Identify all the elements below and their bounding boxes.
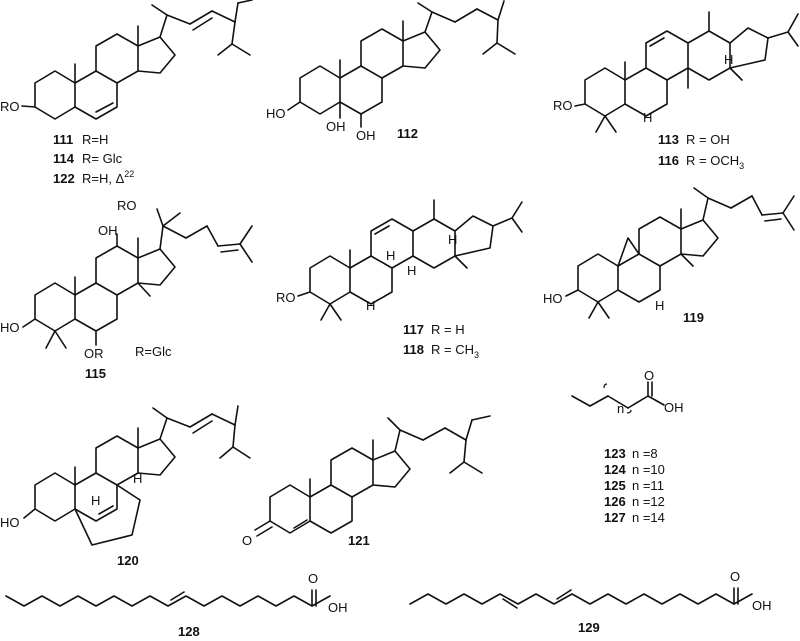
atom-ho-115: HO [0,320,20,335]
label-124-n: n =10 [632,462,665,477]
label-118-sub: 3 [474,350,479,360]
atom-ho-119: HO [543,291,563,306]
label-127: 127 [604,510,626,525]
label-116-sub: 3 [739,161,744,171]
label-113-r: R = OH [686,132,730,147]
label-123-n: n =8 [632,446,658,461]
structure-111: RO [0,0,253,120]
label-115: 115 [85,366,106,381]
atom-oh-128: OH [328,600,348,615]
label-122-r: R=H, Δ [82,171,125,186]
structure-113: H H [574,11,799,133]
atom-ro-117: RO [276,290,296,305]
atom-h-119: H [655,298,664,313]
structure-112 [287,0,516,128]
label-111-r: R=H [82,132,108,147]
label-119: 119 [683,310,704,325]
atom-ro: RO [0,99,20,114]
label-125: 125 [604,478,626,493]
svg-text:R = OCH3: R = OCH3 [686,153,744,171]
svg-text:R=H, Δ22: R=H, Δ22 [82,169,134,186]
label-114-r: R= Glc [82,151,123,166]
atom-o-121: O [242,533,252,548]
atom-oh-115a: OH [98,223,118,238]
atom-o-128: O [308,571,318,586]
label-113: 113 [658,132,679,147]
structure-117: H H H H [297,199,523,321]
label-115-r: R=Glc [135,344,172,359]
label-114: 114 [53,151,75,166]
label-126: 126 [604,494,626,509]
structure-129 [409,587,753,609]
label-126-n: n =12 [632,494,665,509]
atom-ho-120: HO [0,515,20,530]
atom-oh-112a: OH [326,119,346,134]
label-116-r: R = OCH [686,153,739,168]
atom-oh-123: OH [664,400,684,415]
atom-h-113a: H [643,110,652,125]
label-118: 118 [403,342,424,357]
atom-oh-129: OH [752,598,772,613]
structure-119: H [565,187,795,319]
svg-text:R = CH3: R = CH3 [431,342,479,360]
label-111: 111 [53,132,73,147]
atom-h-113b: H [724,52,733,67]
atom-h-117d: H [366,298,375,313]
label-121: 121 [348,533,370,548]
atom-ro-113: RO [553,98,573,113]
atom-ro-115: RO [117,198,137,213]
structure-123: n [571,381,665,416]
label-120: 120 [117,553,139,568]
label-117: 117 [403,322,424,337]
label-122: 122 [53,171,75,186]
atom-h-120b: H [133,471,142,486]
structure-115 [22,208,253,349]
label-123: 123 [604,446,626,461]
label-117-r: R = H [431,322,465,337]
atom-n: n [617,401,624,416]
label-116: 116 [658,153,679,168]
label-129: 129 [578,620,600,635]
label-128: 128 [178,624,200,639]
label-124: 124 [604,462,626,477]
structure-121 [254,415,491,537]
atom-h-117c: H [448,232,457,247]
label-127-n: n =14 [632,510,665,525]
atom-h-117b: H [407,263,416,278]
label-112: 112 [397,126,418,141]
label-125-n: n =11 [632,478,664,493]
label-122-sup: 22 [124,169,134,179]
atom-h-120a: H [91,493,100,508]
atom-h-117a: H [386,248,395,263]
atom-oh-112b: OH [356,128,376,143]
label-118-r: R = CH [431,342,474,357]
atom-ho-112: HO [266,106,286,121]
atom-o-129: O [730,569,740,584]
atom-or-115: OR [84,346,104,361]
atom-o-123: O [644,368,654,383]
structure-120: H H [23,405,251,546]
structure-128 [5,589,331,607]
